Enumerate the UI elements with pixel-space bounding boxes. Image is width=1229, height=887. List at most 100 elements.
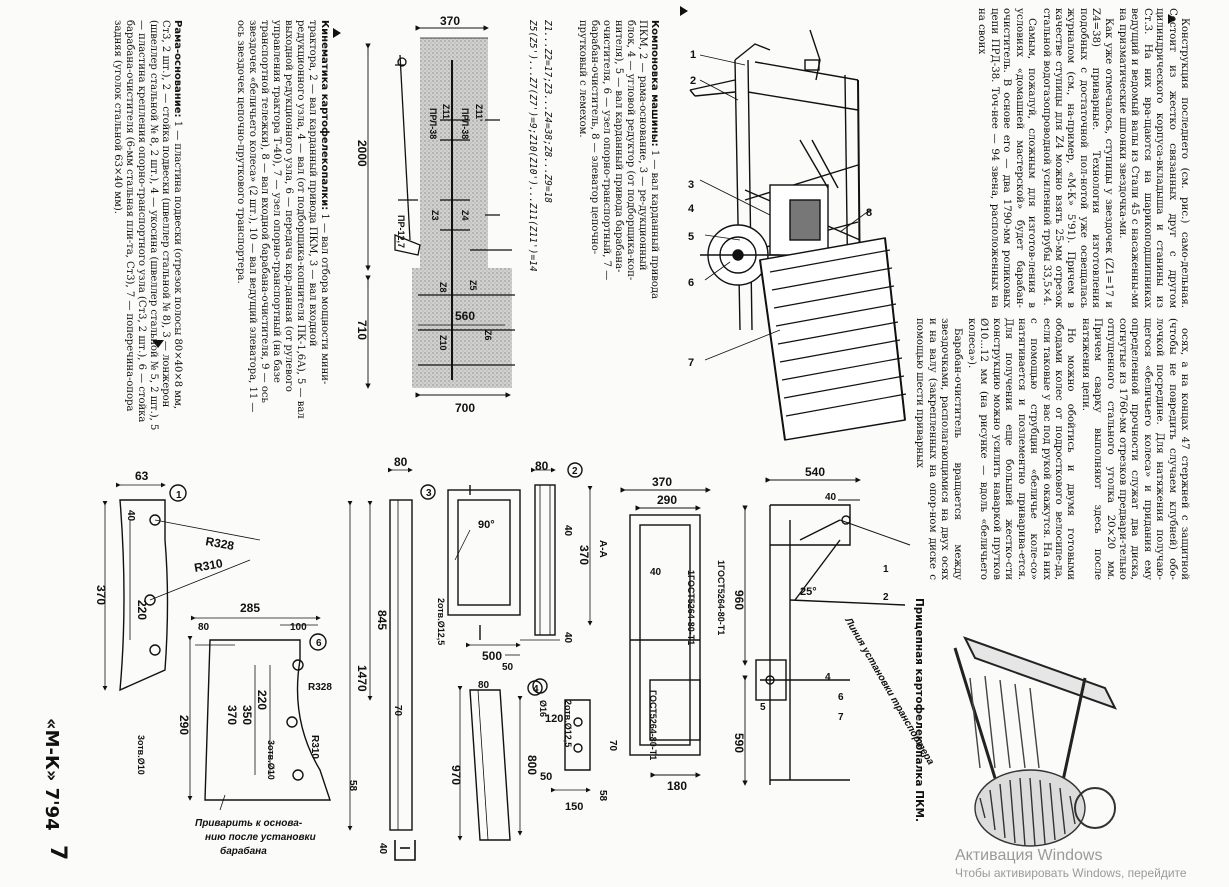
- svg-text:80: 80: [478, 680, 490, 691]
- callout-5: 5: [760, 702, 766, 713]
- callout-7: 7: [688, 357, 694, 369]
- svg-text:Приварить к основа-: Приварить к основа-: [195, 818, 303, 829]
- svg-text:370: 370: [652, 475, 672, 489]
- svg-text:2отв.Ø12,5: 2отв.Ø12,5: [563, 700, 573, 747]
- callout-3: 3: [688, 179, 694, 191]
- dim-370: 370: [440, 14, 460, 28]
- svg-text:Z8: Z8: [438, 282, 448, 293]
- svg-text:50: 50: [502, 662, 514, 673]
- svg-text:40: 40: [377, 843, 388, 855]
- transport-line-label: Линия установки транспортера: [842, 615, 936, 767]
- svg-text:ПРЛ-38: ПРЛ-38: [428, 108, 438, 139]
- callout-8: 8: [866, 207, 872, 219]
- svg-text:ГОСТ5264-80-Т1: ГОСТ5264-80-Т1: [648, 690, 658, 760]
- svg-text:1ГОСТ5264-80-Т1: 1ГОСТ5264-80-Т1: [686, 570, 696, 645]
- callout-6: 6: [838, 692, 844, 703]
- svg-text:63: 63: [135, 469, 149, 483]
- callout-2: 2: [572, 466, 578, 477]
- svg-text:1ГОСТ5264-80-Т1: 1ГОСТ5264-80-Т1: [716, 560, 726, 635]
- svg-text:R328: R328: [204, 534, 235, 553]
- svg-text:40: 40: [825, 492, 837, 503]
- dim-710: 710: [355, 320, 369, 340]
- dim-700: 700: [455, 401, 475, 415]
- svg-text:нию после установки: нию после установки: [205, 832, 316, 843]
- svg-text:40: 40: [125, 510, 136, 522]
- callout-1: 1: [176, 490, 182, 501]
- svg-text:Ø16: Ø16: [538, 700, 548, 717]
- svg-text:50: 50: [540, 771, 552, 783]
- svg-text:Z5: Z5: [468, 280, 478, 291]
- svg-text:350: 350: [240, 705, 254, 725]
- svg-text:150: 150: [565, 801, 583, 813]
- dim-540: 540: [805, 465, 825, 479]
- dim-560: 560: [455, 309, 475, 323]
- drum-cleaner: [759, 237, 907, 441]
- part-2-drawing: [520, 462, 593, 641]
- svg-text:80: 80: [198, 622, 210, 633]
- callout-6: 6: [316, 638, 322, 649]
- svg-text:1470: 1470: [355, 665, 369, 692]
- dim-2000: 2000: [355, 140, 369, 167]
- callout-3: 3: [426, 488, 432, 499]
- svg-text:285: 285: [240, 601, 260, 615]
- svg-text:220: 220: [135, 600, 149, 620]
- svg-text:R310: R310: [193, 556, 224, 575]
- svg-text:3отв.Ø10: 3отв.Ø10: [266, 740, 276, 780]
- part-5-drawing: [532, 678, 591, 793]
- dim-960: 960: [732, 590, 746, 610]
- svg-text:40: 40: [650, 567, 662, 578]
- svg-text:ПР-12,7: ПР-12,7: [396, 215, 406, 248]
- svg-text:970: 970: [449, 765, 463, 785]
- weld-note: Приварить к основа- нию после установки …: [195, 818, 316, 857]
- activation-watermark-title: Активация Windows: [955, 847, 1103, 864]
- svg-text:Z11': Z11': [474, 104, 484, 121]
- callout-4: 4: [533, 684, 539, 695]
- svg-text:70: 70: [607, 740, 618, 752]
- channel-section: [394, 840, 416, 861]
- section-drawing: [620, 487, 711, 778]
- svg-text:80: 80: [394, 455, 408, 469]
- svg-text:Z10: Z10: [438, 335, 448, 351]
- svg-text:290: 290: [177, 715, 191, 735]
- svg-text:R310: R310: [309, 735, 320, 759]
- svg-text:58: 58: [597, 790, 608, 802]
- frame-base-dims: 540 40 960 590 25° 1 2 6 4 7 5 Линия уст…: [732, 465, 936, 767]
- svg-text:58: 58: [347, 780, 358, 792]
- callout-5: 5: [688, 231, 694, 243]
- svg-text:40: 40: [562, 632, 573, 644]
- callout-6: 6: [688, 277, 694, 289]
- part-3-drawing: [347, 467, 436, 831]
- svg-text:370: 370: [94, 585, 108, 605]
- svg-text:Z4: Z4: [460, 210, 470, 221]
- svg-text:370: 370: [225, 705, 239, 725]
- frame-base-drawing: [742, 477, 911, 786]
- callout-1: 1: [883, 564, 889, 575]
- svg-text:845: 845: [375, 610, 389, 630]
- assembly-callouts: 1 2 3 4 5 6 7 8: [688, 49, 872, 369]
- part-6-drawing: [187, 615, 331, 811]
- aa-frame-drawing: [447, 485, 521, 656]
- svg-text:Z11': Z11': [441, 104, 451, 121]
- svg-text:ПРЛ-38: ПРЛ-38: [460, 108, 470, 139]
- part-4-drawing: [457, 680, 543, 841]
- svg-text:R328: R328: [308, 682, 332, 693]
- svg-text:3отв.Ø10: 3отв.Ø10: [136, 735, 146, 775]
- svg-text:500: 500: [482, 649, 502, 663]
- digger-photo: [935, 618, 1145, 858]
- svg-text:70: 70: [392, 705, 403, 717]
- svg-text:120: 120: [545, 713, 563, 725]
- svg-text:180: 180: [667, 779, 687, 793]
- kinematic-scheme: ПРЛ-38 ПРЛ-38 Z11' Z11' Z3 Z4 Z5 Z8 Z6 Z…: [355, 14, 515, 415]
- svg-text:Z6: Z6: [483, 330, 493, 341]
- svg-text:40: 40: [562, 525, 573, 537]
- svg-text:2отв.Ø12,5: 2отв.Ø12,5: [436, 598, 446, 645]
- callout-2: 2: [883, 592, 889, 603]
- callout-1: 1: [690, 49, 696, 61]
- dim-590: 590: [732, 733, 746, 753]
- svg-text:370: 370: [577, 545, 591, 565]
- part-1-drawing: [102, 482, 261, 692]
- svg-text:800: 800: [525, 755, 539, 775]
- callout-4: 4: [688, 203, 695, 215]
